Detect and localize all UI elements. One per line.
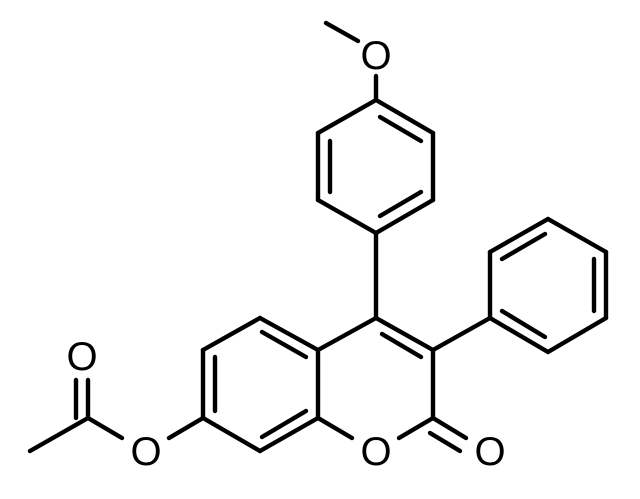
lactone-carbonyl-oxygen-label: O [474,430,505,474]
acetate-group [27,377,206,454]
phenyl-ring [430,216,609,355]
atom-labels: O O O O O [66,34,505,474]
bond-methyl-o [323,20,361,44]
acetyl-carbonyl-oxygen-label: O [66,335,97,379]
methoxyphenyl-ring [315,97,436,236]
chromenone-core [200,315,469,454]
methoxy-oxygen-label: O [360,34,391,78]
ring-oxygen-label: O [360,430,391,474]
methoxy-group [323,20,379,103]
ester-oxygen-label: O [130,430,161,474]
